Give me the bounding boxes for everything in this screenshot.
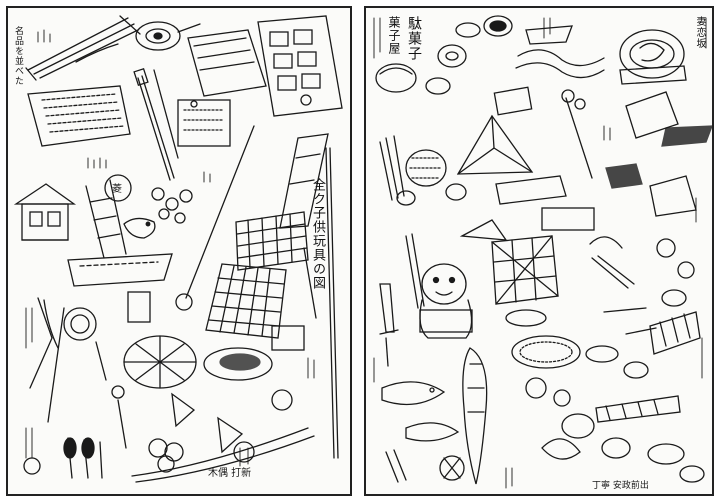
- ribbon-candy-icon: [515, 25, 605, 79]
- right-page-title: 駄菓子: [406, 16, 422, 61]
- left-page-caption-top: 名品を並べた: [13, 26, 23, 86]
- roll-cake-icon: [595, 307, 701, 423]
- lattice-sweet-icon: [459, 219, 559, 305]
- book-gutter: [352, 0, 364, 504]
- handwritten-notes: [373, 17, 707, 489]
- handwritten-notes: [25, 29, 315, 467]
- right-page-subtitle: 菓子屋: [387, 16, 401, 55]
- right-page-sweets: 駄菓子 菓子屋 妻恋坂 丁寧 安政前出: [364, 6, 714, 496]
- sweets-illustration: [373, 15, 712, 489]
- right-page-title-right: 妻恋坂: [694, 16, 705, 49]
- left-page-toys: 菱: [6, 6, 352, 496]
- picture-sheets-icon: [187, 15, 343, 117]
- round-cakes-icon: [375, 15, 513, 95]
- printed-sheet-icon: [27, 85, 131, 147]
- small-sign-icon: [177, 99, 231, 147]
- daruma-figure-icon: [419, 263, 473, 339]
- bird-toy-icon: [123, 217, 156, 239]
- lantern-stick-icon: [175, 125, 329, 311]
- svg-text:菱: 菱: [112, 183, 122, 195]
- bamboo-bundle-icon: [25, 15, 141, 81]
- wheel-toy-icon: [123, 335, 197, 389]
- spinning-top-icon: [75, 21, 201, 63]
- game-board-icon: [235, 211, 309, 271]
- left-page-caption-bottom: 木偶 打新: [208, 468, 252, 479]
- candy-cluster-icon: [379, 135, 467, 206]
- rattle-toys-icon: [29, 291, 151, 423]
- sword-sweet-icon: [379, 233, 425, 367]
- triangle-sweet-icon: [456, 86, 534, 175]
- tokens-icon: [151, 187, 193, 224]
- mixed-sweets-icon: [585, 236, 695, 379]
- toy-boat-icon: [67, 253, 173, 287]
- sweet-slab-icon: [495, 163, 697, 231]
- toy-sword-icon: [133, 67, 179, 181]
- stick-candy-icon: [561, 89, 712, 179]
- right-page-caption-bottom: 丁寧 安政前出: [592, 481, 649, 491]
- round-cake-icon: [505, 309, 581, 369]
- small-candies-icon: [385, 377, 705, 483]
- senbei-cracker-icon: [619, 29, 687, 85]
- left-page-title: 全ク子供玩具の図: [310, 178, 325, 290]
- toys-illustration: 菱: [13, 15, 343, 483]
- bottom-toys-icon: [23, 385, 315, 483]
- long-pole-icon: [303, 147, 339, 459]
- ladder-stand-icon: 菱: [85, 174, 132, 259]
- toy-plate-icon: [203, 325, 305, 381]
- fish-sweet-icon: [381, 347, 488, 485]
- sugoroku-board-icon: [205, 263, 287, 339]
- toy-shrine-icon: [13, 183, 77, 241]
